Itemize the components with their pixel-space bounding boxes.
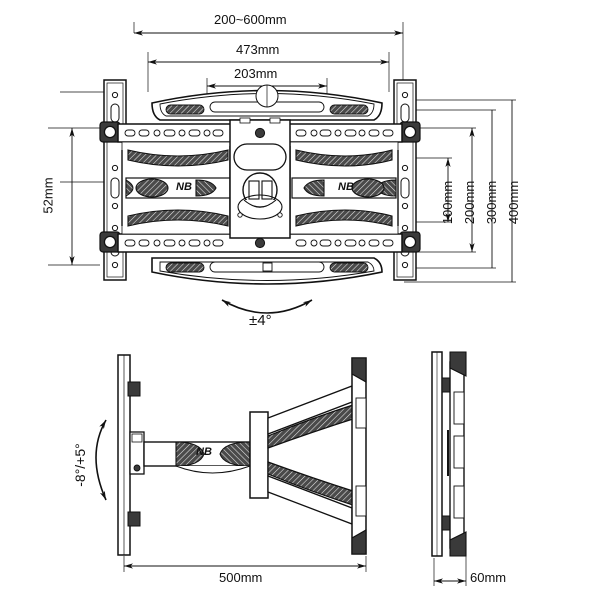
dim-label-top-extension: 200~600mm — [214, 12, 287, 27]
dim-label-left-height: 52mm — [40, 177, 56, 214]
side-mid-joint — [249, 411, 269, 499]
brand-logo-side-arm: NB — [196, 446, 212, 458]
tilt-arc-indicator — [221, 299, 313, 314]
side-extension-arm — [143, 441, 251, 474]
tilt-angle-label: ±4° — [249, 312, 272, 329]
dim-left-height — [48, 127, 100, 266]
dim-vesa-100 — [410, 157, 452, 223]
dim-label-vesa-200: 200mm — [462, 180, 478, 225]
dim-profile-depth — [433, 548, 467, 586]
swivel-angle-label: -8°/+5° — [71, 443, 88, 487]
side-tv-bracket — [351, 357, 367, 555]
brand-logo-right-arm: NB — [338, 181, 354, 193]
center-column — [229, 117, 291, 249]
side-arm-upper — [267, 385, 357, 449]
profile-view-geometry — [431, 351, 467, 586]
dim-label-center-width: 203mm — [234, 66, 278, 81]
dim-label-vesa-300: 300mm — [484, 180, 500, 225]
brand-logo-left-arm: NB — [176, 181, 192, 193]
front-view-geometry — [48, 22, 516, 314]
dim-label-profile-depth: 60mm — [470, 570, 507, 585]
side-view-geometry — [95, 354, 367, 572]
dim-bottom-width — [123, 556, 367, 572]
folded-arm-left — [121, 141, 233, 235]
dim-label-vesa-100: 100mm — [440, 180, 456, 225]
bottom-tv-rail — [151, 257, 383, 285]
dim-label-vesa-400: 400mm — [506, 180, 522, 225]
dim-label-bottom-width: 500mm — [219, 570, 263, 585]
dim-plate-width — [147, 52, 390, 92]
folded-arm-right — [289, 141, 399, 235]
swivel-arc-indicator — [95, 419, 107, 501]
side-wall-plate — [117, 354, 145, 556]
dim-label-plate-width: 473mm — [236, 42, 280, 57]
side-arm-lower — [267, 461, 357, 525]
top-tv-rail — [151, 84, 383, 121]
